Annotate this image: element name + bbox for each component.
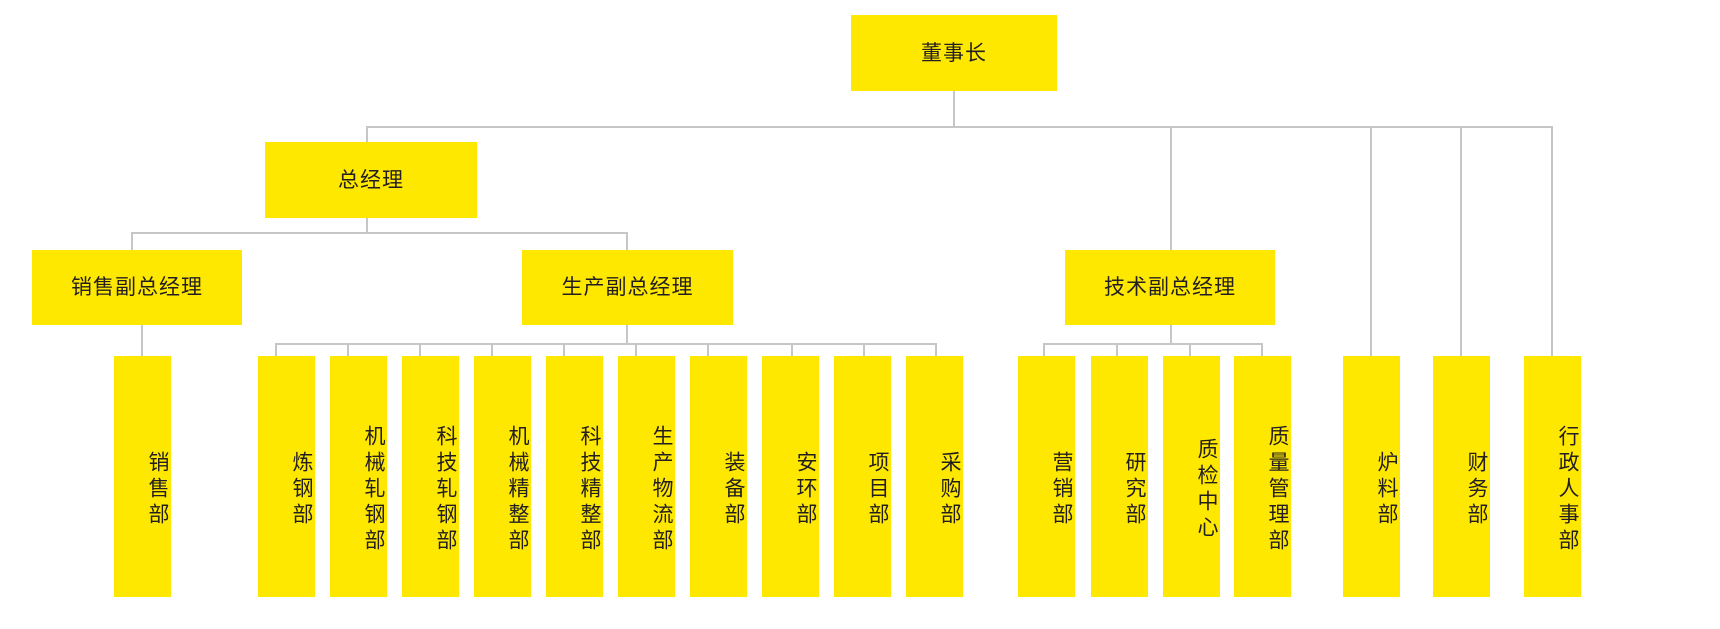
node-dept-steelmaking[interactable]: 炼钢部	[258, 356, 315, 597]
connector-dept-stub	[347, 343, 349, 357]
node-dept-marketing[interactable]: 营销部	[1018, 356, 1075, 597]
node-dept-procurement[interactable]: 采购部	[906, 356, 963, 597]
node-dept-safety-environment[interactable]: 安环部	[762, 356, 819, 597]
connector-to-admin-hr-dept	[1551, 126, 1553, 356]
connector-to-finance-dept	[1460, 126, 1462, 356]
node-chairman[interactable]: 董事长	[851, 15, 1057, 91]
connector-dept-stub	[791, 343, 793, 357]
node-dept-tech-rolling[interactable]: 科技轧钢部	[402, 356, 459, 597]
connector-dept-stub	[1189, 343, 1191, 357]
connector-vp-production-bus	[275, 343, 731, 345]
connector-dept-stub	[935, 343, 937, 357]
node-dept-project[interactable]: 项目部	[834, 356, 891, 597]
connector-to-furnace-dept	[1370, 126, 1372, 356]
connector-dept-stub	[491, 343, 493, 357]
connector-vp-technology-stem	[1170, 325, 1172, 344]
connector-general-manager-bus	[131, 232, 627, 234]
connector-dept-stub	[635, 343, 637, 357]
connector-general-manager-stem	[366, 218, 368, 233]
connector-dept-stub	[419, 343, 421, 357]
connector-dept-stub	[1116, 343, 1118, 357]
connector-vp-production-stem	[626, 325, 628, 344]
node-dept-quality-management[interactable]: 质量管理部	[1234, 356, 1291, 597]
connector-dept-stub	[1261, 343, 1263, 357]
node-dept-tech-finishing[interactable]: 科技精整部	[546, 356, 603, 597]
node-vp-technology[interactable]: 技术副总经理	[1065, 250, 1275, 325]
node-dept-production-logistics[interactable]: 生产物流部	[618, 356, 675, 597]
node-vp-production[interactable]: 生产副总经理	[522, 250, 733, 325]
connector-chairman-stem	[953, 91, 955, 127]
node-dept-admin-hr[interactable]: 行政人事部	[1524, 356, 1581, 597]
node-dept-quality-inspection-center[interactable]: 质检中心	[1163, 356, 1220, 597]
connector-dept-stub	[563, 343, 565, 357]
connector-vp-production-bus-right	[731, 343, 937, 345]
node-dept-mechanical-finishing[interactable]: 机械精整部	[474, 356, 531, 597]
connector-dept-stub	[275, 343, 277, 357]
node-dept-furnace-material[interactable]: 炉料部	[1343, 356, 1400, 597]
connector-vp-technology-bus	[1043, 343, 1262, 345]
connector-to-vp-production	[626, 232, 628, 251]
node-vp-sales[interactable]: 销售副总经理	[32, 250, 242, 325]
node-general-manager[interactable]: 总经理	[265, 142, 477, 218]
node-dept-sales[interactable]: 销售部	[114, 356, 171, 597]
connector-to-vp-technology	[1170, 126, 1172, 251]
connector-dept-stub	[1043, 343, 1045, 357]
connector-dept-stub	[863, 343, 865, 357]
node-dept-mechanical-rolling[interactable]: 机械轧钢部	[330, 356, 387, 597]
node-dept-equipment[interactable]: 装备部	[690, 356, 747, 597]
connector-to-general-manager	[366, 126, 368, 143]
connector-chairman-bus	[366, 126, 1553, 128]
connector-to-vp-sales	[131, 232, 133, 251]
node-dept-finance[interactable]: 财务部	[1433, 356, 1490, 597]
node-dept-research[interactable]: 研究部	[1091, 356, 1148, 597]
connector-vp-sales-stem	[141, 325, 143, 357]
connector-dept-stub	[707, 343, 709, 357]
